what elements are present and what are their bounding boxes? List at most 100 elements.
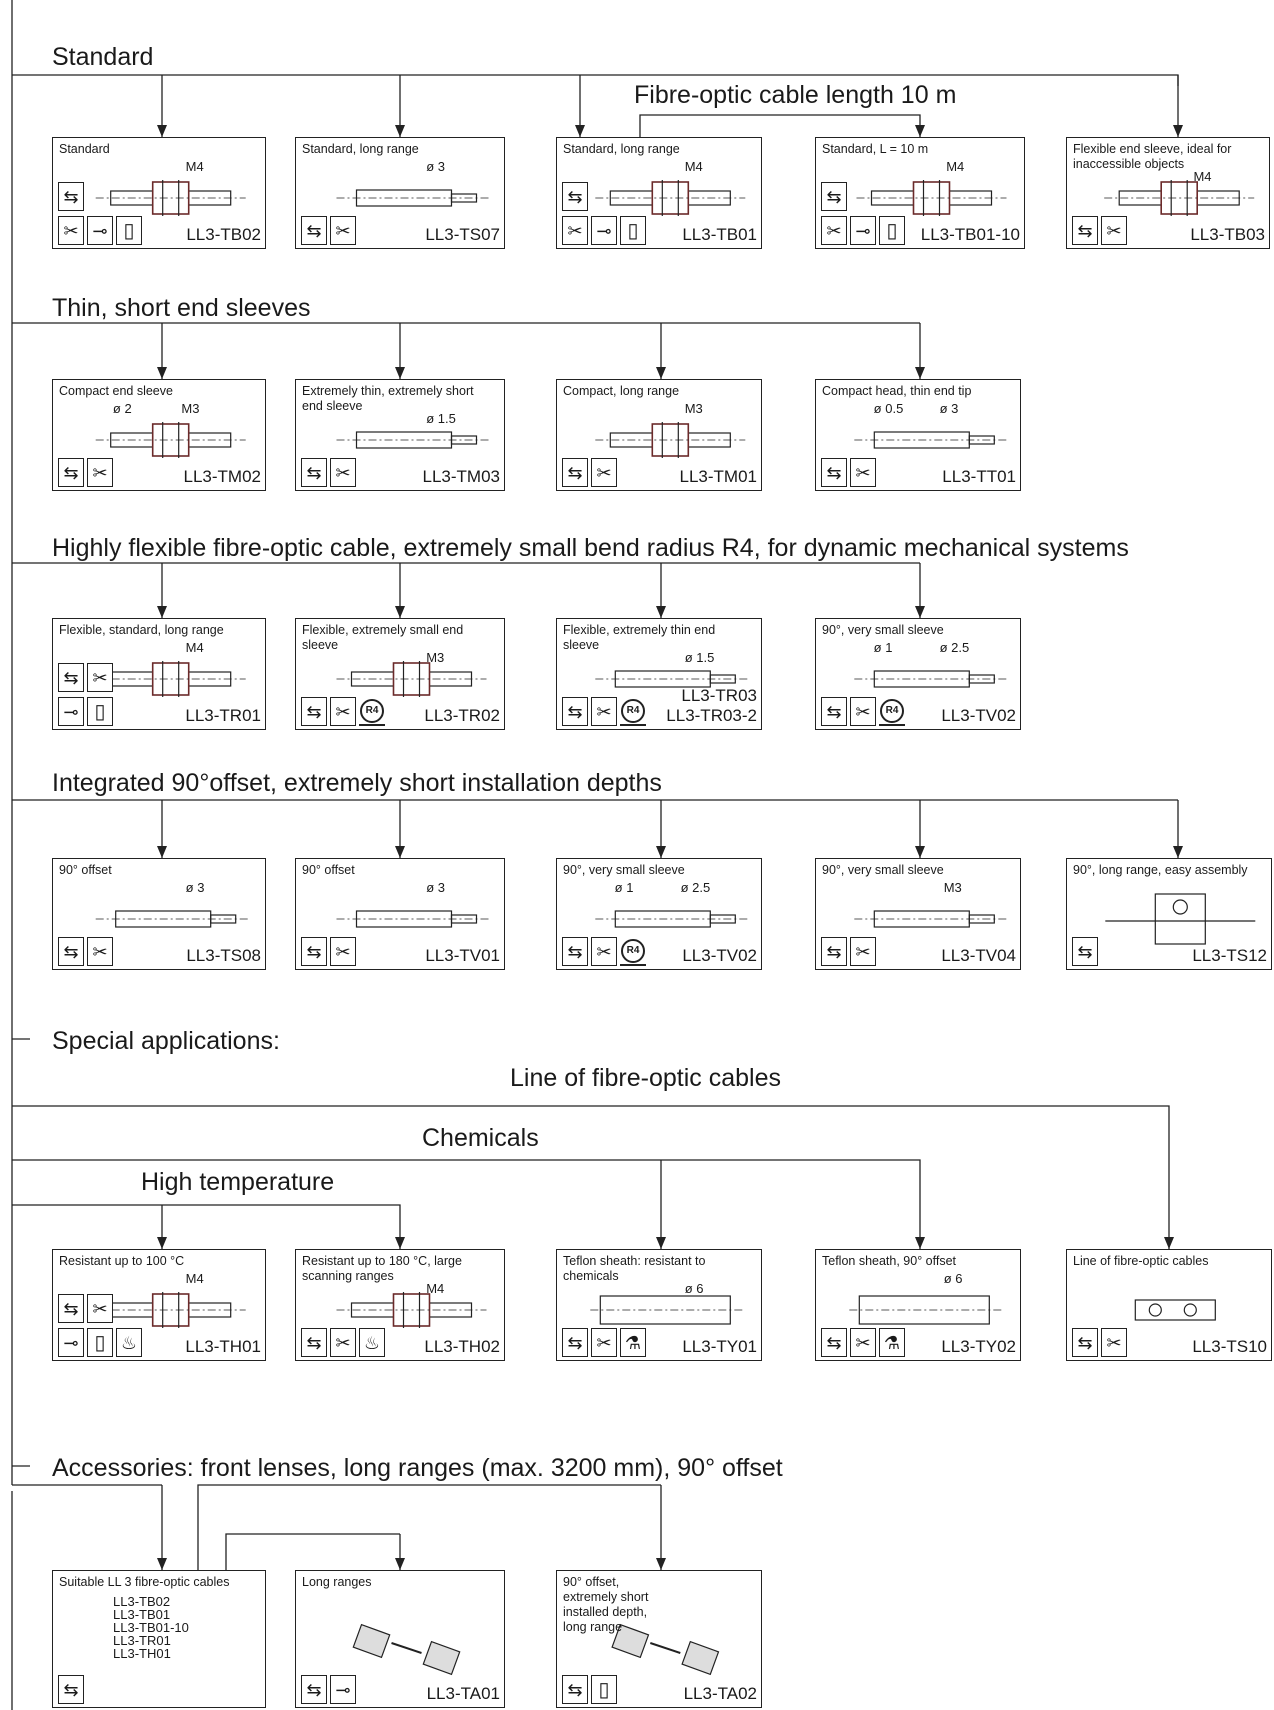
scissors-icon: ✂ (562, 216, 588, 245)
card-title: Flexible, extremely thin end sleeve (563, 623, 716, 652)
product-code: LL3-TR02 (424, 706, 500, 725)
threaded-sleeve (1160, 181, 1198, 215)
switch-symbol-icon: ⇆ (562, 1328, 588, 1357)
switch-symbol-icon: ⇆ (1072, 937, 1098, 966)
dimension-label: ø 0.5 (873, 401, 904, 416)
heading-fibre-length: Fibre-optic cable length 10 m (634, 81, 957, 109)
dimension-label: M4 (946, 159, 965, 174)
rod-body (355, 189, 453, 207)
dimension-label: ø 1 (873, 640, 893, 655)
card-title: Flexible end sleeve, ideal for inaccessi… (1073, 142, 1232, 171)
scissors-icon: ✂ (1101, 1328, 1127, 1357)
arrow-head (915, 1237, 925, 1249)
scissors-icon: ✂ (330, 937, 356, 966)
product-code: LL3-TA01 (426, 1684, 500, 1703)
cylinder-icon: ▯ (87, 697, 113, 726)
product-card-tm03: Extremely thin, extremely short end slee… (295, 379, 505, 491)
compatible-cable-item: LL3-TB01-10 (113, 1620, 189, 1635)
product-code: LL3-TM01 (679, 467, 757, 486)
product-code: LL3-TH01 (185, 1337, 261, 1356)
card-title: 90° offset (59, 863, 112, 877)
rod-cable (450, 435, 478, 445)
thermometer-icon: ♨ (359, 1328, 385, 1357)
switch-symbol-icon: ⇆ (301, 697, 327, 726)
dimension-label: M4 (1193, 169, 1212, 184)
line-bar (1134, 1299, 1216, 1321)
dimension-label: M4 (185, 159, 204, 174)
cylinder-icon: ▯ (620, 216, 646, 245)
flask-icon: ⚗ (879, 1328, 905, 1357)
product-code: LL3-TB01 (682, 225, 757, 244)
product-code: LL3-TR03 LL3-TR03-2 (666, 686, 757, 725)
bend-radius-r4-icon: R4 (620, 697, 646, 726)
cable-body (870, 190, 993, 206)
dimension-label: ø 3 (939, 401, 959, 416)
bend-radius-label: R4 (621, 938, 645, 963)
switch-symbol-icon: ⇆ (58, 182, 84, 211)
product-code: LL3-TY01 (682, 1337, 757, 1356)
arrow-head (157, 1558, 167, 1570)
scissors-icon: ✂ (330, 216, 356, 245)
product-code: LL3-TA02 (683, 1684, 757, 1703)
card-title: Teflon sheath: resistant to chemicals (563, 1254, 706, 1283)
arrow-head (915, 606, 925, 618)
switch-symbol-icon: ⇆ (821, 458, 847, 487)
switch-symbol-icon: ⇆ (58, 937, 84, 966)
dimension-label: ø 3 (185, 880, 205, 895)
card-title: 90°, very small sleeve (563, 863, 685, 877)
card-title: 90°, very small sleeve (822, 863, 944, 877)
scissors-icon: ✂ (591, 697, 617, 726)
arrow-head (1173, 846, 1183, 858)
rod-cable (709, 674, 736, 684)
dimension-label: ø 1.5 (426, 411, 456, 426)
arrow-head (915, 367, 925, 379)
rod-body (614, 670, 711, 688)
cable-body (110, 1302, 232, 1318)
chem-branch (12, 1159, 921, 1249)
cable-body (1118, 190, 1240, 206)
switch-symbol-icon: ⇆ (562, 937, 588, 966)
product-code: LL3-TB02 (186, 225, 261, 244)
card-title: Compact, long range (563, 384, 680, 398)
compatible-cable-item: LL3-TB01 (113, 1607, 171, 1622)
cable-body (110, 432, 232, 448)
dimension-label: M3 (943, 880, 962, 895)
threaded-sleeve (151, 423, 190, 457)
heading-special: Special applications: (52, 1027, 280, 1055)
mount-hole (1172, 899, 1188, 915)
scissors-icon: ✂ (850, 458, 876, 487)
heading-flexible: Highly flexible fibre-optic cable, extre… (52, 534, 1129, 562)
product-code: LL3-TM02 (183, 467, 261, 486)
rod-cable (210, 914, 237, 924)
lens-body (422, 1640, 461, 1676)
card-title: 90° offset, extremely short installed de… (563, 1575, 649, 1634)
mount-block (1154, 893, 1206, 945)
rod-body (873, 431, 970, 449)
bend-radius-r4-icon: R4 (620, 937, 646, 966)
product-code: LL3-TB01-10 (920, 225, 1020, 244)
product-card-th02: Resistant up to 180 °C, large scanning r… (295, 1249, 505, 1361)
switch-symbol-icon: ⇆ (58, 1675, 84, 1704)
switch-symbol-icon: ⇆ (821, 937, 847, 966)
dimension-label: ø 2.5 (939, 640, 970, 655)
switch-symbol-icon: ⇆ (301, 458, 327, 487)
card-title: Standard (59, 142, 110, 156)
cable-body (350, 671, 473, 687)
switch-symbol-icon: ⇆ (1072, 216, 1098, 245)
heading-thin: Thin, short end sleeves (52, 294, 311, 322)
cable-body (609, 432, 731, 448)
acc-top (197, 1484, 661, 1570)
dimension-label: ø 3 (426, 880, 445, 895)
card-title: Extremely thin, extremely short end slee… (302, 384, 474, 413)
heading-line: Line of fibre-optic cables (510, 1064, 781, 1092)
